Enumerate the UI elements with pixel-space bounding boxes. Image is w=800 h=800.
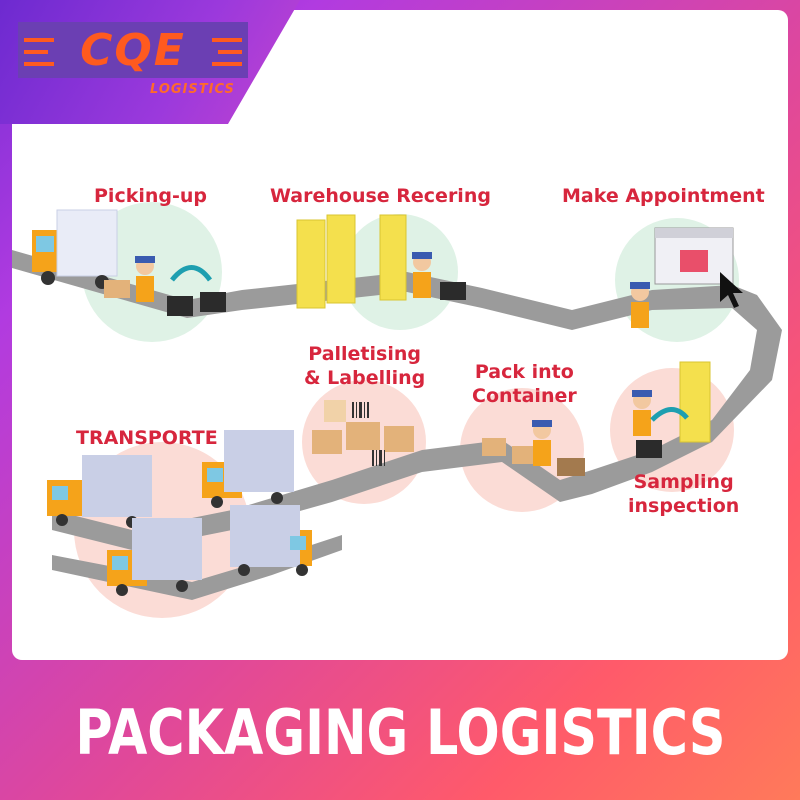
crate-icon <box>636 440 662 458</box>
crate-icon <box>167 296 193 316</box>
crate-icon <box>440 282 466 300</box>
box-icon <box>482 438 506 456</box>
cursor-icon <box>720 272 743 308</box>
step-label-palletising: Palletising & Labelling <box>304 343 426 389</box>
box-icon <box>512 446 534 464</box>
step-label-warehouse: Warehouse Recering <box>270 185 491 207</box>
logo-subtitle: LOGISTICS <box>150 82 235 97</box>
logo-speed-line <box>24 50 48 54</box>
box-icon <box>557 458 585 476</box>
packages-icon <box>312 400 414 454</box>
step-label-make-appointment: Make Appointment <box>562 185 765 207</box>
worker-icon <box>532 420 552 466</box>
worker-icon <box>135 256 155 302</box>
shelf-icon <box>679 361 711 443</box>
logo-text: CQE <box>80 24 186 76</box>
truck-transport <box>47 455 152 528</box>
banner: PACKAGING LOGISTICS <box>0 664 800 800</box>
process-illustration <box>12 202 782 618</box>
arrow-icon <box>170 265 213 282</box>
logo-speed-line <box>24 38 54 42</box>
step-label-picking-up: Picking-up <box>94 185 207 207</box>
step-label-sampling-inspection: Sampling inspection <box>628 471 740 517</box>
logo-speed-line <box>218 50 242 54</box>
barcode-icon <box>352 402 385 466</box>
worker-icon <box>412 252 432 298</box>
crate-icon <box>200 292 226 312</box>
browser-window-icon <box>654 227 734 285</box>
process-diagram: Picking-up Warehouse Recering Make Appoi… <box>12 10 788 660</box>
truck-transport <box>202 430 294 508</box>
logo-speed-line <box>212 38 242 42</box>
shelf-icon <box>296 214 407 309</box>
truck-transport <box>230 505 312 576</box>
logo: CQE <box>18 22 248 78</box>
worker-icon <box>630 282 650 328</box>
worker-icon <box>632 390 652 436</box>
logo-speed-line <box>212 62 242 66</box>
box-icon <box>104 280 130 298</box>
logo-speed-line <box>24 62 54 66</box>
banner-title: PACKAGING LOGISTICS <box>74 695 726 769</box>
truck-picking <box>32 209 118 289</box>
step-label-pack-into-container: Pack into Container <box>472 361 577 407</box>
arrow-icon <box>650 407 689 422</box>
truck-transport <box>107 518 202 596</box>
step-label-transporte: TRANSPORTE <box>76 427 218 449</box>
